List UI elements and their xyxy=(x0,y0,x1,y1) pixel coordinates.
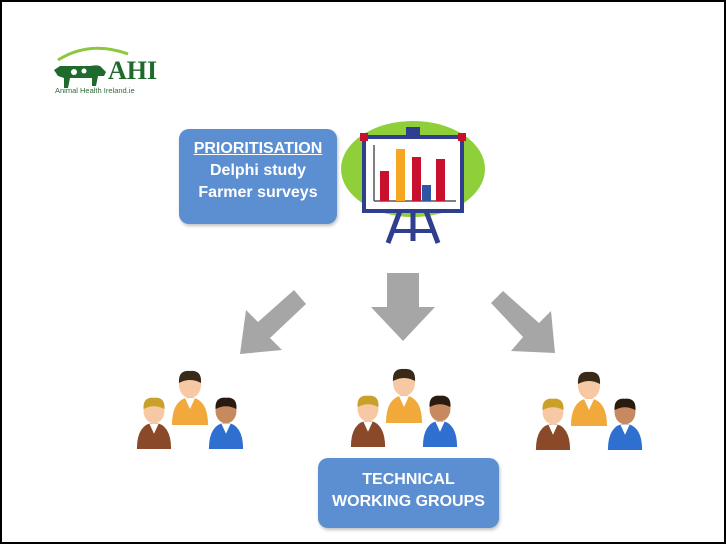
chart-icon-bar xyxy=(422,185,431,201)
technical-line-2: WORKING GROUPS xyxy=(332,493,485,510)
prioritisation-title: PRIORITISATION xyxy=(193,140,323,157)
people-group-center-icon xyxy=(332,365,482,465)
logo-brand: AHI xyxy=(108,56,158,85)
chart-icon-bar xyxy=(436,159,445,201)
presentation-chart-icon xyxy=(340,119,490,247)
prioritisation-line-delphi: Delphi study xyxy=(209,162,306,179)
prioritisation-box: PRIORITISATION Delphi study Farmer surve… xyxy=(179,129,337,224)
logo-tagline: Animal Health Ireland.ie xyxy=(55,86,135,95)
arrow-down-right-icon xyxy=(491,291,555,353)
ahi-logo: AHI Animal Health Ireland.ie xyxy=(50,42,158,104)
arrow-down-left-icon xyxy=(240,290,306,354)
technical-working-groups-box: TECHNICAL WORKING GROUPS xyxy=(318,458,499,528)
technical-line-1: TECHNICAL xyxy=(362,471,455,488)
prioritisation-line-surveys: Farmer surveys xyxy=(198,184,318,201)
cow-logo-icon xyxy=(54,46,129,88)
chart-icon-bar xyxy=(412,157,421,201)
chart-icon-bar xyxy=(380,171,389,201)
people-group-right-icon xyxy=(517,368,667,468)
people-group-left-icon xyxy=(118,367,268,467)
arrow-down-icon xyxy=(371,273,435,341)
chart-icon-bar xyxy=(396,149,405,201)
